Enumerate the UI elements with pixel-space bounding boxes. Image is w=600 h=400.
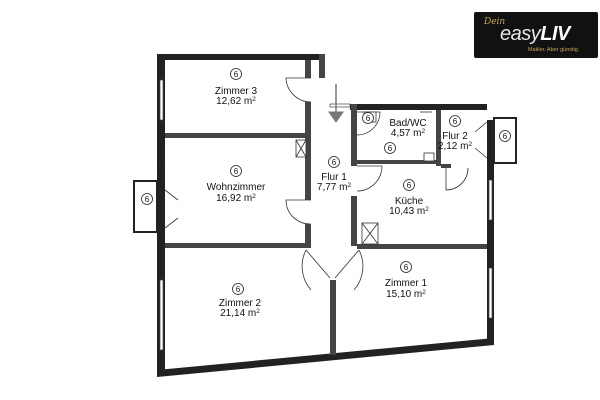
- entrance-arrow-icon: [328, 84, 344, 123]
- room-name-wohnzimmer: Wohnzimmer: [207, 182, 266, 193]
- shafts: [295, 139, 435, 245]
- room-name-zimmer3: Zimmer 3: [215, 86, 258, 97]
- svg-text:6: 6: [404, 263, 409, 272]
- logo-tagline: Makler. Aber günstig.: [528, 47, 580, 53]
- room-name-zimmer2: Zimmer 2: [219, 298, 262, 309]
- room-marker-bad: 6: [362, 112, 374, 124]
- windows: [159, 79, 493, 351]
- room-area-zimmer3: 12,62 m2: [216, 96, 256, 107]
- svg-text:6: 6: [234, 70, 239, 79]
- room-marker-flur1: 6: [328, 156, 340, 168]
- extra-markers: 6 6 6: [141, 130, 511, 205]
- marker-bad-inner: 6: [384, 142, 396, 154]
- brand-logo: Dein easyLIV Makler. Aber günstig.: [474, 12, 598, 58]
- svg-text:6: 6: [453, 117, 458, 126]
- svg-text:6: 6: [388, 144, 393, 153]
- room-marker-zimmer3: 6: [230, 68, 242, 80]
- svg-text:6: 6: [145, 195, 150, 204]
- room-name-kueche: Küche: [395, 196, 424, 207]
- room-name-flur1: Flur 1: [321, 172, 347, 183]
- room-area-kueche: 10,43 m2: [389, 206, 429, 217]
- room-area-bad: 4,57 m2: [391, 128, 426, 139]
- outer-walls: [157, 54, 494, 377]
- room-marker-wohnzimmer: 6: [230, 165, 242, 177]
- room-area-wohnzimmer: 16,92 m2: [216, 193, 256, 204]
- room-name-bad: Bad/WC: [389, 118, 426, 129]
- svg-text:6: 6: [236, 285, 241, 294]
- room-name-flur2: Flur 2: [442, 131, 468, 142]
- svg-text:6: 6: [366, 114, 371, 123]
- room-marker-flur2: 6: [449, 115, 461, 127]
- room-area-flur2: 2,12 m2: [438, 141, 473, 152]
- room-area-zimmer2: 21,14 m2: [220, 308, 260, 319]
- svg-text:6: 6: [503, 132, 508, 141]
- room-marker-kueche: 6: [403, 179, 415, 191]
- side-mark: 1: [158, 162, 161, 168]
- room-name-zimmer1: Zimmer 1: [385, 278, 428, 289]
- svg-text:6: 6: [407, 181, 412, 190]
- svg-text:6: 6: [234, 167, 239, 176]
- marker-balcony-left: 6: [141, 193, 153, 205]
- room-marker-zimmer1: 6: [400, 261, 412, 273]
- doors: [164, 77, 488, 291]
- logo-script: Dein: [484, 17, 506, 27]
- room-area-flur1: 7,77 m2: [317, 182, 352, 193]
- room-area-zimmer1: 15,10 m2: [386, 289, 426, 300]
- svg-text:6: 6: [332, 158, 337, 167]
- room-marker-zimmer2: 6: [232, 283, 244, 295]
- logo-brand: easyLIV: [500, 23, 570, 45]
- inner-walls: [165, 54, 487, 355]
- marker-balcony-right: 6: [499, 130, 511, 142]
